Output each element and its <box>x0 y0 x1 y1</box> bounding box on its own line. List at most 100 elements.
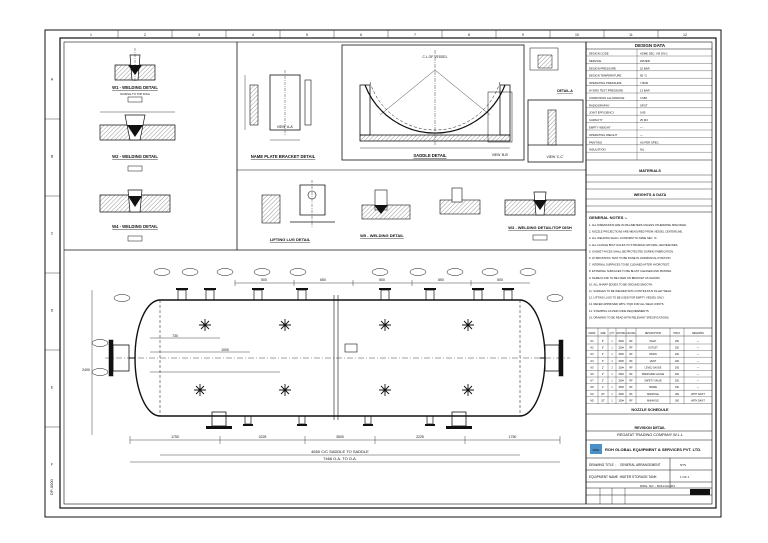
baffle-support-center <box>466 323 470 327</box>
cl-vessel-label: C.L OF VESSEL <box>423 55 448 59</box>
design-data-key: EMPTY WEIGHT <box>589 126 611 130</box>
nozzle-cell: 2" <box>602 366 604 369</box>
top-nozzle-flange <box>472 288 484 290</box>
dim-text: 1750 <box>171 435 179 439</box>
nozzle-cell: 2" <box>602 380 604 383</box>
drawing-title-label: DRAWING TITLE : <box>589 463 616 467</box>
w1-title: W1 - WELDING DETAIL <box>112 85 158 90</box>
nozzle-cell: N2 <box>590 347 594 350</box>
design-data-value: SPOT <box>640 103 648 107</box>
baffle-support-center <box>383 388 387 392</box>
nozzle-cell: 20" <box>601 399 605 402</box>
weights-title: WEIGHTS & DATA <box>634 193 667 197</box>
client-name: REGATAT TRADING COMPANY W.L.L <box>617 433 683 437</box>
bottom-nozzle <box>364 415 372 425</box>
nozzle-header-cell: DESCRIPTION <box>645 332 662 335</box>
nozzle-cell: 2" <box>602 373 604 376</box>
revision-number: REV. 0 <box>695 491 705 495</box>
nozzle-cell: — <box>697 380 700 383</box>
nozzle-cell: 6" <box>602 340 604 343</box>
design-data-key: OPERATING WEIGHT <box>589 133 618 137</box>
nozzle-cell: 150# <box>618 393 624 396</box>
dim-text: 650 <box>438 278 444 282</box>
w3-welding-detail: W3 - WELDING DETAIL/TOP DISH <box>504 191 576 241</box>
bottom-nozzle-flange <box>243 424 253 426</box>
nozzle-cell: DRAIN <box>649 353 657 356</box>
top-nozzle <box>503 289 513 301</box>
nozzle-cell: 200 <box>675 353 680 356</box>
lifting-lug-title: LIFTING LUG DETAIL <box>270 237 311 242</box>
dim-text: 2225 <box>259 435 267 439</box>
nozzle-header-cell: SIZE <box>600 332 606 335</box>
grid-col-label: 8 <box>468 33 470 37</box>
general-note-line: 11. SADDLES TO BE WELDED WITH CONTINUOUS… <box>589 289 672 293</box>
nozzle-cell: 200 <box>675 366 680 369</box>
top-nozzle-flange <box>204 288 216 290</box>
nozzle-cell: WITH DAVIT <box>691 393 705 396</box>
nozzle-cell: RF <box>629 386 633 389</box>
detail-a-title: DETAIL-A <box>557 89 573 93</box>
w4-welding-detail: W4 - WELDING DETAIL <box>99 189 171 242</box>
dim-text: 2225 <box>416 435 424 439</box>
design-data-key: OPERATING PRESSURE <box>589 81 622 85</box>
w5-welding-detail: W5 - WELDING DETAIL <box>360 189 411 238</box>
w2-welding-detail: W2 - WELDING DETAIL <box>99 111 176 172</box>
view-bb-label: VIEW 'B-B' <box>492 153 509 157</box>
w3-title: W3 - WELDING DETAIL/TOP DISH <box>508 225 572 230</box>
nozzle-cell: 20" <box>601 393 605 396</box>
general-note-line: 4. ALL FLANGE BOLT HOLES TO STRADDLE NAT… <box>589 243 678 247</box>
top-nozzle-flange <box>379 288 391 290</box>
design-data-value: 3 MM <box>640 96 648 100</box>
bottom-nozzle <box>244 415 252 425</box>
equipment-name: WATER STORAGE TANK <box>620 475 658 479</box>
nozzle-cell: INLET <box>650 340 657 343</box>
nozzle-cell: 4" <box>602 353 604 356</box>
nozzle-cell: 1 <box>611 386 613 389</box>
general-note-line: 8. EXTERNAL SURFACES TO BE BLAST CLEANED… <box>589 269 672 273</box>
nozzle-cell: — <box>697 386 700 389</box>
design-data-value: 0.85 <box>640 111 646 115</box>
top-nozzle <box>425 289 435 301</box>
callout-bubble <box>371 268 389 276</box>
general-note-line: 3. ALL WELDING SHALL CONFORM TO ASME SEC… <box>589 236 658 240</box>
general-notes-title: GENERAL NOTES :- <box>589 215 628 220</box>
nozzle-cell: 150# <box>618 353 624 356</box>
nozzle-cell: 1 <box>611 347 613 350</box>
dim-text: 2400 <box>82 368 90 372</box>
callout-bubble <box>519 268 537 276</box>
nozzle-cell: 150# <box>618 373 624 376</box>
nozzle-cell: 200 <box>675 360 680 363</box>
w5-title: W5 - WELDING DETAIL <box>360 233 404 238</box>
dim-text: 3500 <box>336 435 344 439</box>
callout-bubble <box>546 294 564 302</box>
materials-title: MATERIALS <box>639 169 661 173</box>
company-logo <box>590 444 602 454</box>
nozzle-cell: SAFETY VALVE <box>644 380 662 383</box>
design-data-key: RADIOGRAPHY <box>589 103 610 107</box>
nozzle-header-cell: FACING <box>627 332 636 335</box>
top-nozzle-flange <box>424 288 436 290</box>
baffle-supports <box>194 319 474 396</box>
nozzle-cell: N3 <box>590 353 594 356</box>
top-nozzle <box>380 289 390 301</box>
nozzle-cell: N4 <box>590 360 594 363</box>
design-data-key: SERVICE <box>589 59 601 63</box>
nozzle-cell: N1 <box>590 340 594 343</box>
callout-bubble <box>181 268 199 276</box>
top-nozzle <box>177 289 187 301</box>
general-note-line: 7. INTERNAL SURFACES TO BE CLEANED AFTER… <box>589 263 670 267</box>
grid-row-label: C <box>51 232 54 236</box>
nozzle-callouts <box>91 268 564 376</box>
scale: NTS <box>680 463 686 467</box>
saddle-title: SADDLE DETAIL <box>413 153 447 158</box>
saddle-spacing-note: 4650 C/C SADDLE TO SADDLE <box>311 449 369 454</box>
nozzle-cell: 150# <box>618 347 624 350</box>
general-note-line: 10. ALL SHARP EDGES TO BE GROUND SMOOTH. <box>589 282 653 286</box>
callout-bubble <box>253 268 271 276</box>
grid-row-label: E <box>51 386 54 390</box>
grid-col-label: 7 <box>414 33 416 37</box>
